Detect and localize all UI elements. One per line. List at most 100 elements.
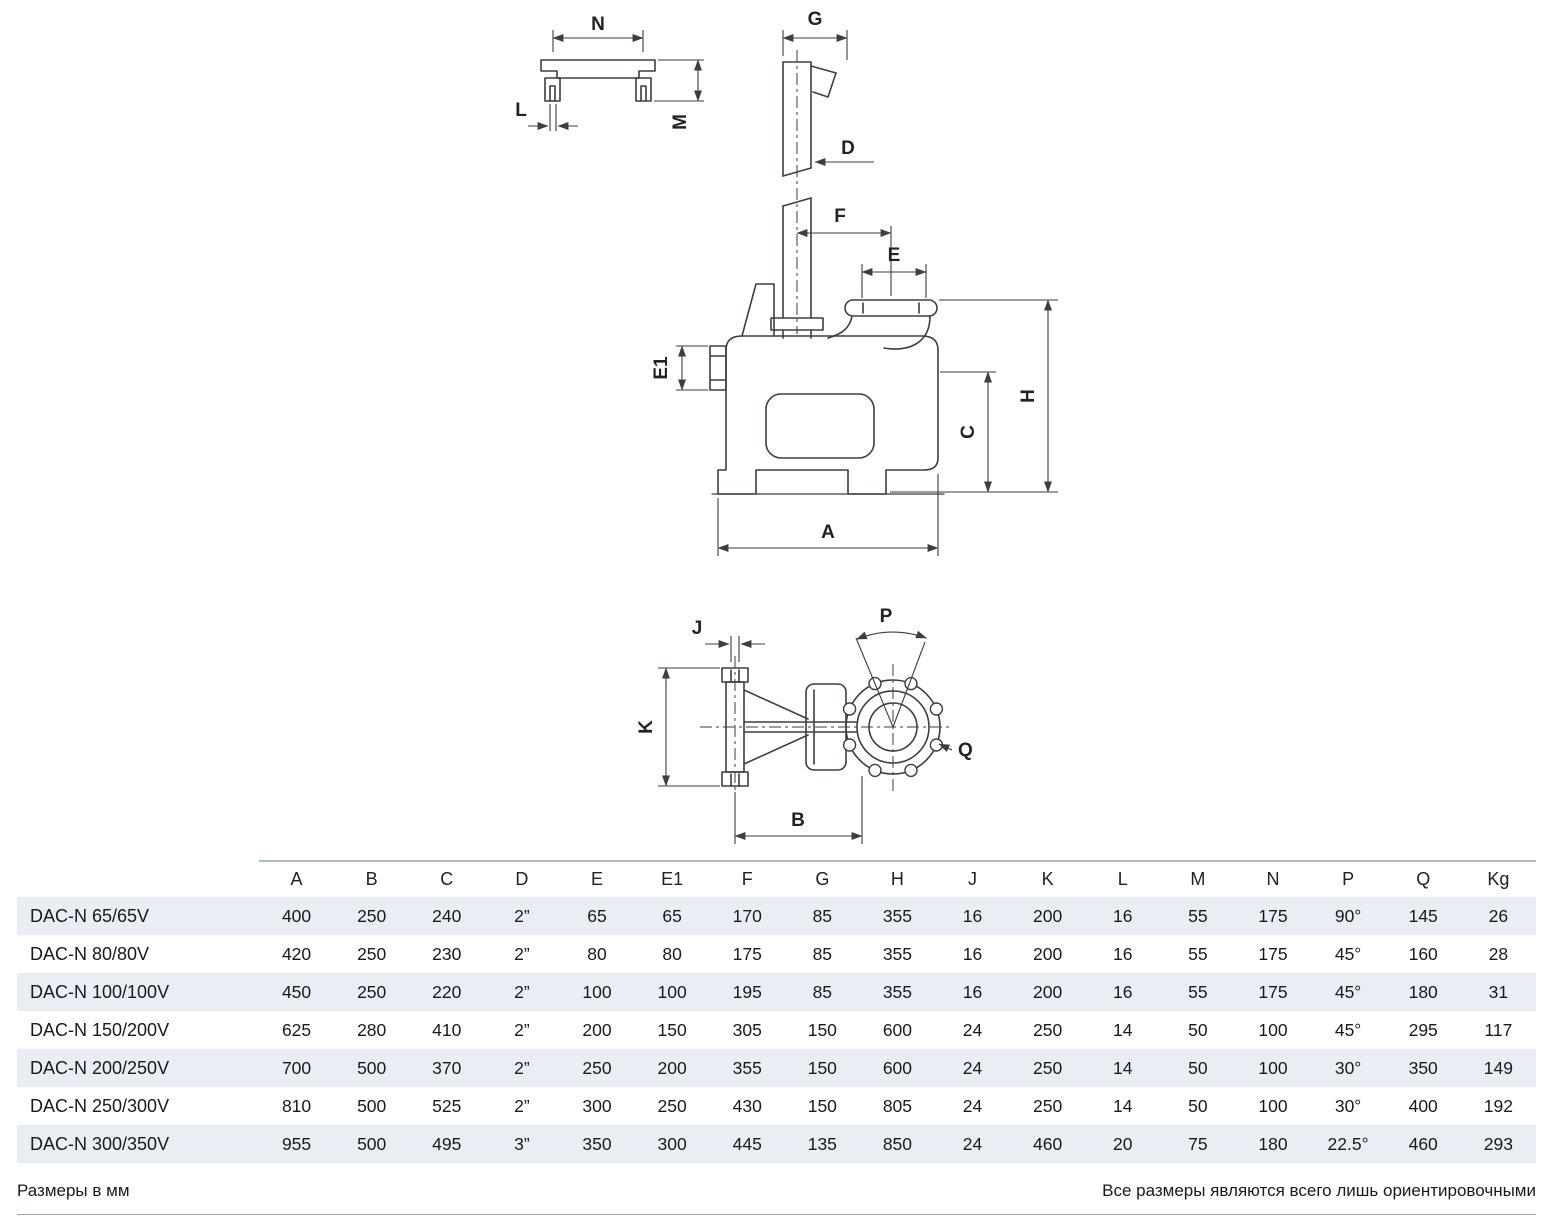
value-cell: 293 xyxy=(1483,1133,1513,1154)
value-cell: 250 xyxy=(357,905,387,926)
value-cell: 370 xyxy=(432,1057,462,1078)
model-cell: DAC-N 300/350V xyxy=(30,1133,170,1154)
value-cell: 170 xyxy=(732,905,762,926)
value-cell: 24 xyxy=(962,1133,983,1154)
value-cell: 50 xyxy=(1188,1057,1208,1078)
value-cell: 55 xyxy=(1188,943,1208,964)
column-header-l: L xyxy=(1085,860,1161,897)
footer: Размеры в мм Все размеры являются всего … xyxy=(17,1181,1536,1215)
column-header-e: E xyxy=(559,860,635,897)
cone-web xyxy=(743,689,809,765)
dim-label-b: B xyxy=(791,810,805,831)
value-cell: 625 xyxy=(281,1019,312,1040)
footer-note-left: Размеры в мм xyxy=(17,1181,130,1200)
model-cell: DAC-N 80/80V xyxy=(30,943,150,964)
value-cell: 2” xyxy=(514,943,530,964)
column-header-j: J xyxy=(934,860,1011,897)
value-cell: 22.5° xyxy=(1327,1133,1369,1154)
value-cell: 600 xyxy=(882,1019,913,1040)
value-cell: 300 xyxy=(657,1133,687,1154)
value-cell: 350 xyxy=(1408,1057,1438,1078)
value-cell: 55 xyxy=(1188,905,1208,926)
value-cell: 175 xyxy=(1258,905,1288,926)
value-cell: 28 xyxy=(1488,943,1509,964)
value-cell: 80 xyxy=(662,943,682,964)
value-cell: 117 xyxy=(1484,1019,1513,1040)
value-cell: 24 xyxy=(962,1019,983,1040)
value-cell: 195 xyxy=(732,981,762,1002)
value-cell: 50 xyxy=(1188,1019,1208,1040)
value-cell: 450 xyxy=(281,981,312,1002)
value-cell: 355 xyxy=(732,1057,762,1078)
column-header-p: P xyxy=(1310,860,1386,897)
value-cell: 200 xyxy=(1033,905,1063,926)
value-cell: 31 xyxy=(1488,981,1509,1002)
dim-label-f: F xyxy=(834,206,846,227)
model-cell: DAC-N 250/300V xyxy=(30,1095,170,1116)
value-cell: 400 xyxy=(1408,1095,1438,1116)
value-cell: 14 xyxy=(1113,1095,1133,1116)
value-cell: 45° xyxy=(1334,1019,1362,1040)
dim-label-n: N xyxy=(591,14,605,35)
value-cell: 24 xyxy=(962,1057,983,1078)
value-cell: 2” xyxy=(514,905,530,926)
value-cell: 200 xyxy=(582,1019,612,1040)
value-cell: 355 xyxy=(882,943,913,964)
value-cell: 180 xyxy=(1258,1133,1288,1154)
column-header-f: F xyxy=(709,860,785,897)
value-cell: 850 xyxy=(882,1133,913,1154)
column-header-g: G xyxy=(784,860,860,897)
value-cell: 149 xyxy=(1483,1057,1513,1078)
column-header-b: B xyxy=(334,860,410,897)
dim-label-k: K xyxy=(636,720,657,734)
value-cell: 175 xyxy=(732,943,762,964)
value-cell: 3” xyxy=(514,1133,530,1154)
value-cell: 100 xyxy=(582,981,612,1002)
dim-label-d: D xyxy=(841,138,855,159)
model-cell: DAC-N 150/200V xyxy=(30,1019,170,1040)
value-cell: 250 xyxy=(357,943,387,964)
value-cell: 460 xyxy=(1408,1133,1438,1154)
value-cell: 16 xyxy=(1113,981,1133,1002)
bearing-flange xyxy=(709,345,727,391)
dim-label-l: L xyxy=(515,100,527,121)
dim-label-q: Q xyxy=(958,740,973,761)
footer-note-right: Все размеры являются всего лишь ориентир… xyxy=(1102,1181,1536,1200)
value-cell: 80 xyxy=(587,943,607,964)
value-cell: 16 xyxy=(1113,943,1133,964)
value-cell: 65 xyxy=(587,905,607,926)
value-cell: 250 xyxy=(657,1095,687,1116)
value-cell: 50 xyxy=(1188,1095,1208,1116)
value-cell: 135 xyxy=(807,1133,837,1154)
value-cell: 100 xyxy=(657,981,687,1002)
value-cell: 355 xyxy=(882,981,913,1002)
value-cell: 14 xyxy=(1113,1019,1133,1040)
frame-window xyxy=(765,393,875,459)
value-cell: 65 xyxy=(662,905,682,926)
value-cell: 16 xyxy=(962,905,983,926)
value-cell: 100 xyxy=(1258,1057,1288,1078)
value-cell: 160 xyxy=(1408,943,1438,964)
value-cell: 810 xyxy=(281,1095,312,1116)
value-cell: 355 xyxy=(882,905,913,926)
column-header-q: Q xyxy=(1385,860,1461,897)
pump-outline xyxy=(540,59,945,787)
value-cell: 100 xyxy=(1258,1019,1288,1040)
value-cell: 175 xyxy=(1258,943,1288,964)
value-cell: 2” xyxy=(514,981,530,1002)
dim-label-j: J xyxy=(692,618,703,639)
model-cell: DAC-N 200/250V xyxy=(30,1057,170,1078)
dimension-lines xyxy=(528,30,1058,844)
value-cell: 500 xyxy=(357,1133,387,1154)
value-cell: 90° xyxy=(1334,905,1362,926)
column-header-kg: Kg xyxy=(1460,860,1536,897)
value-cell: 250 xyxy=(1033,1019,1063,1040)
value-cell: 525 xyxy=(432,1095,462,1116)
